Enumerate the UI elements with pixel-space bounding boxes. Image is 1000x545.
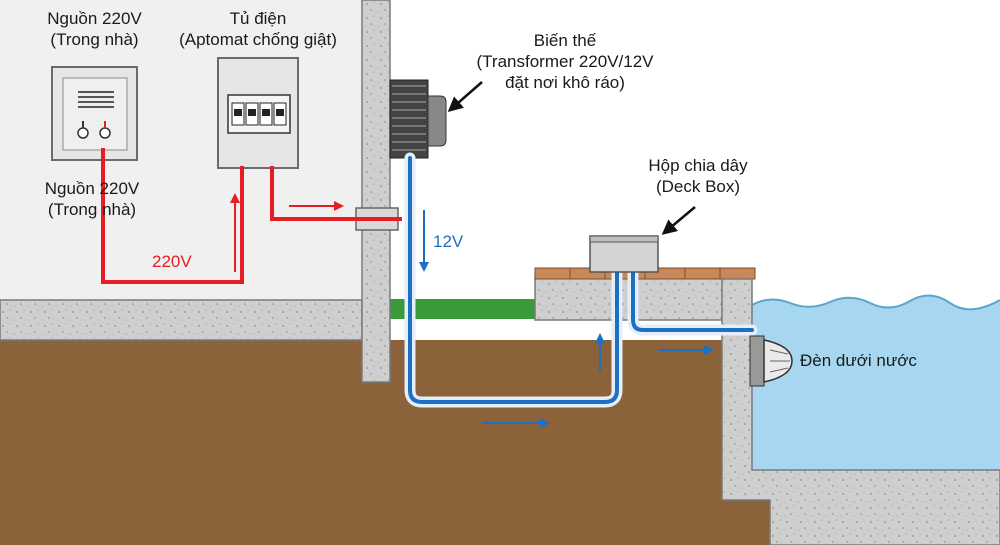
deck-slab bbox=[534, 277, 751, 321]
voltage-12v-label: 12V bbox=[433, 232, 464, 251]
transformer-note: đặt nơi khô ráo) bbox=[505, 73, 625, 92]
power-source-label-mid: Nguồn 220V (Trong nhà) bbox=[22, 178, 162, 220]
transformer bbox=[389, 79, 447, 159]
deck-box-subtitle: (Deck Box) bbox=[655, 177, 741, 196]
wire-220v bbox=[101, 148, 402, 284]
transformer-callout-arrow bbox=[447, 81, 483, 112]
transformer-spec: (Transformer 220V/12V bbox=[476, 52, 654, 71]
deck-box-label: Hộp chia dây (Deck Box) bbox=[628, 155, 768, 197]
house-wall bbox=[361, 0, 391, 383]
power-source-title-mid: Nguồn 220V bbox=[44, 179, 140, 198]
water-surface bbox=[751, 294, 1000, 311]
power-source-title-top: Nguồn 220V bbox=[47, 9, 142, 28]
breaker-panel-subtitle: (Aptomat chống giật) bbox=[179, 30, 337, 49]
deck-box-title: Hộp chia dây bbox=[648, 156, 748, 175]
pool-light-label: Đèn dưới nước bbox=[800, 351, 917, 370]
pool-water bbox=[752, 295, 1000, 470]
transformer-label: Biến thế (Transformer 220V/12V đặt nơi k… bbox=[455, 30, 675, 93]
voltage-220v-label: 220V bbox=[152, 252, 192, 271]
power-source-subtitle-mid: (Trong nhà) bbox=[47, 200, 137, 219]
breaker-panel-title: Tủ điện bbox=[229, 9, 287, 28]
house-floor-slab bbox=[0, 299, 363, 341]
power-outlet bbox=[51, 66, 138, 161]
deck-box-callout-arrow bbox=[661, 206, 696, 235]
breaker-panel bbox=[217, 57, 299, 169]
grass bbox=[390, 299, 535, 319]
deck-box bbox=[589, 235, 659, 273]
breaker-panel-label: Tủ điện (Aptomat chống giật) bbox=[168, 8, 348, 50]
pool-light bbox=[749, 335, 793, 387]
power-source-label-top: Nguồn 220V (Trong nhà) bbox=[27, 8, 162, 50]
power-source-subtitle-top: (Trong nhà) bbox=[50, 30, 139, 49]
transformer-title: Biến thế bbox=[533, 31, 597, 50]
conduit-12v bbox=[404, 152, 758, 408]
